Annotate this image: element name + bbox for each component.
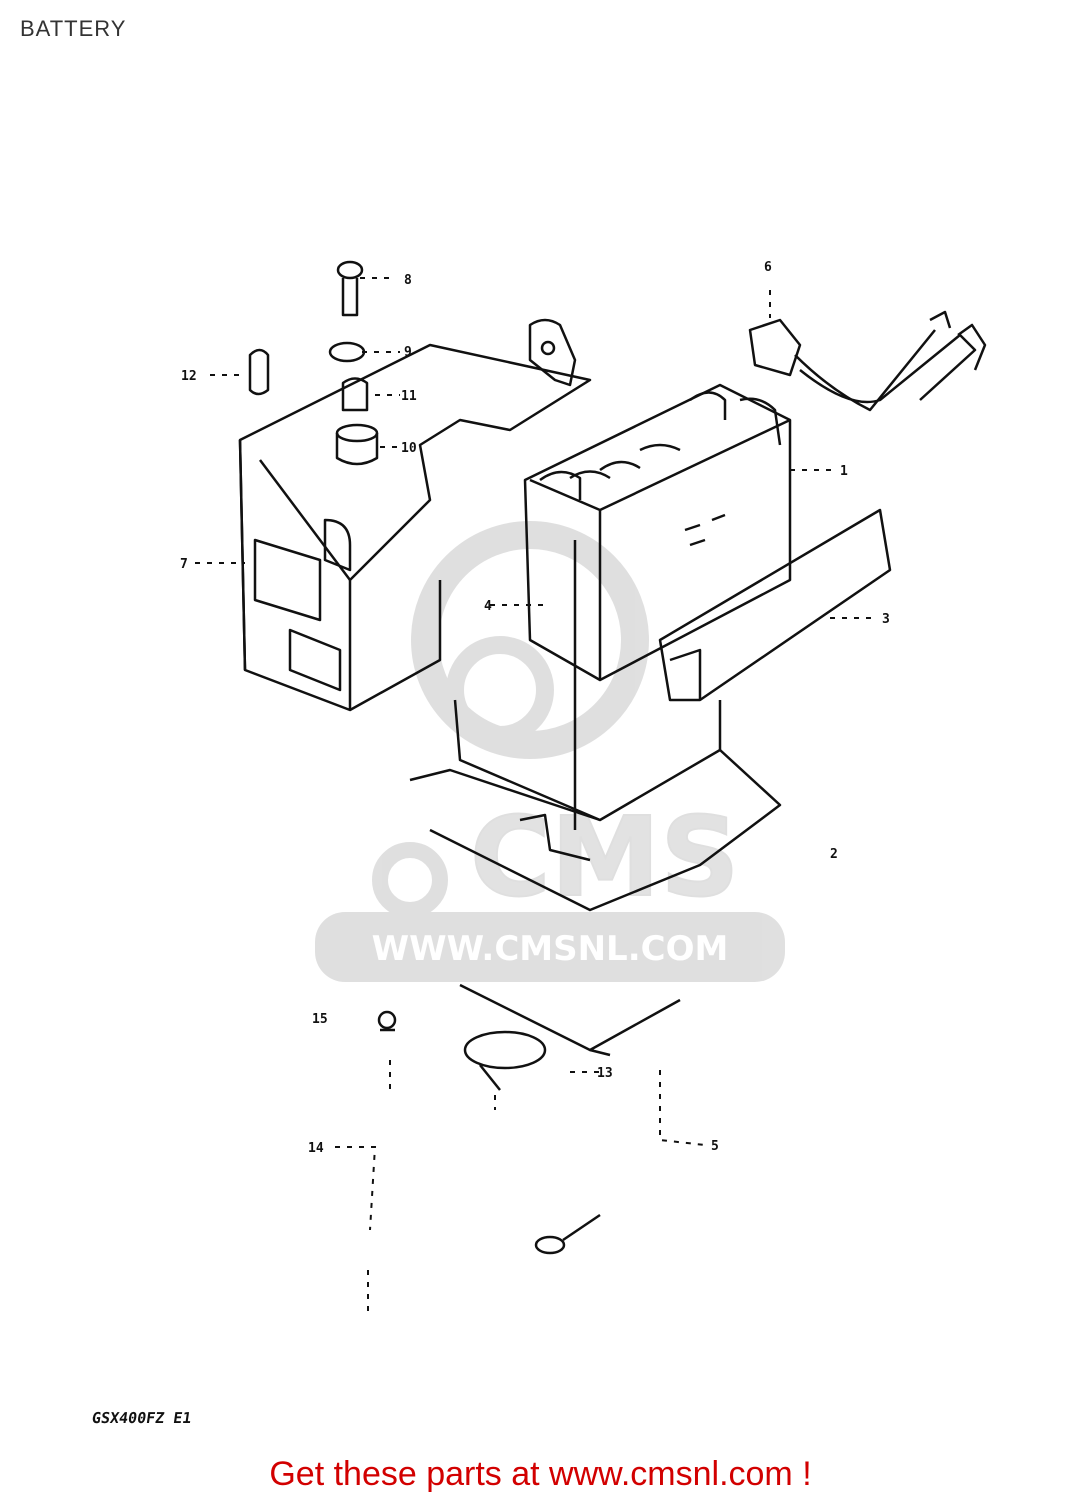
- part-label-15: 15: [312, 1012, 328, 1027]
- watermark-brand: CMS: [470, 793, 739, 921]
- part-label-8: 8: [404, 273, 412, 288]
- page-title: BATTERY: [20, 16, 127, 41]
- part-label-14: 14: [308, 1141, 324, 1156]
- part-label-7: 7: [180, 557, 188, 572]
- model-code: GSX400FZ E1: [90, 1409, 193, 1427]
- part-label-4: 4: [484, 599, 492, 614]
- part-label-11: 11: [401, 389, 417, 404]
- leader-lines: [195, 277, 875, 1315]
- part-label-1: 1: [840, 464, 848, 479]
- part-label-12: 12: [181, 369, 197, 384]
- part-label-13: 13: [597, 1066, 613, 1081]
- part-label-2: 2: [830, 847, 838, 862]
- part-label-5: 5: [711, 1139, 719, 1154]
- part-label-6: 6: [764, 260, 772, 275]
- part-label-3: 3: [882, 612, 890, 627]
- part-label-10: 10: [401, 441, 417, 456]
- battery-linework: [238, 260, 987, 1255]
- part-label-9: 9: [404, 345, 412, 360]
- part-labels: 1 2 3 4 5 6 7 8 9 10 11 12 13 14 15: [180, 260, 890, 1156]
- watermark-url: WWW.CMSNL.COM: [372, 929, 729, 969]
- footer-parts-link[interactable]: Get these parts at www.cmsnl.com !: [269, 1455, 812, 1493]
- cms-watermark: CMS WWW.CMSNL.COM: [315, 521, 785, 982]
